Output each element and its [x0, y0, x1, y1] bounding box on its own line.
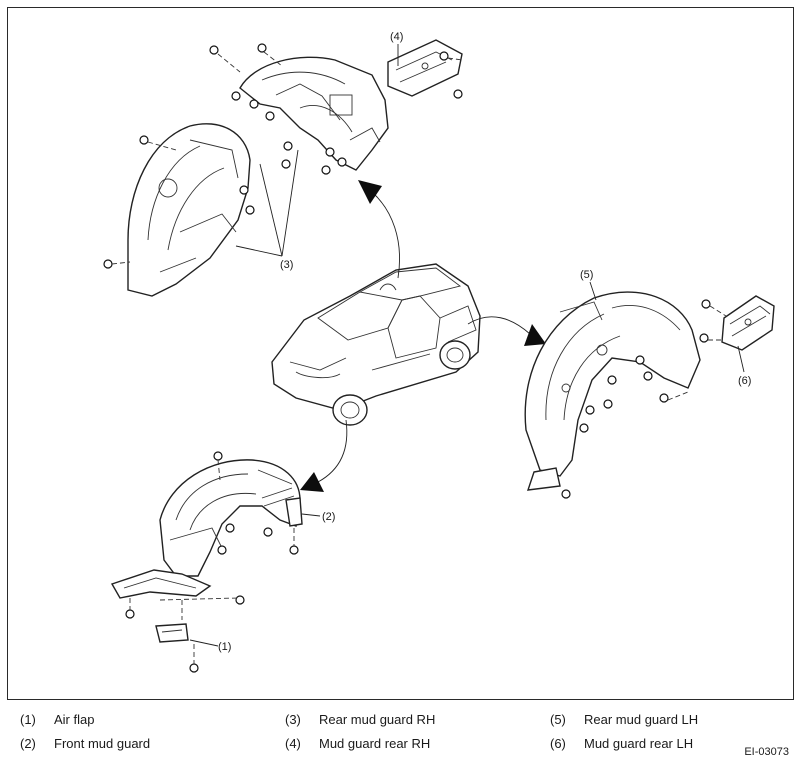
legend-number: (2)	[20, 736, 36, 751]
arrow-to-rear-lh	[467, 316, 546, 346]
callout-5: (5)	[580, 269, 593, 281]
legend-label: Air flap	[54, 712, 95, 727]
rear-mud-guard-rh-upper	[239, 56, 389, 171]
parts-legend: (1) Air flap (2) Front mud guard (3) Rear m…	[20, 712, 800, 760]
air-flap	[110, 569, 212, 643]
rear-mud-guard-rh-lower	[127, 123, 251, 297]
vehicle	[271, 263, 481, 426]
callout-5-leaders	[589, 281, 597, 301]
callout-6: (6)	[738, 375, 751, 387]
legend-label: Mud guard rear RH	[319, 736, 431, 751]
arrow-to-front	[300, 419, 348, 492]
legend-label: Rear mud guard LH	[584, 712, 699, 727]
legend-number: (3)	[285, 712, 301, 727]
figure-code: EI-03073	[744, 746, 789, 758]
callout-1: (1)	[218, 641, 231, 653]
legend-label: Mud guard rear LH	[584, 736, 694, 751]
bolts-right	[561, 299, 727, 499]
legend-item-5: (5) Rear mud guard LH	[550, 712, 698, 727]
legend-number: (6)	[550, 736, 566, 751]
legend-number: (4)	[285, 736, 301, 751]
callout-3-leaders	[235, 149, 299, 257]
legend-item-1: (1) Air flap	[20, 712, 94, 727]
arrow-to-rear-rh	[358, 180, 400, 279]
front-mud-guard	[159, 459, 303, 577]
legend-item-6: (6) Mud guard rear LH	[550, 736, 693, 751]
callout-6-leaders	[737, 345, 745, 373]
callout-3: (3)	[280, 259, 293, 271]
rear-mud-guard-lh	[524, 291, 701, 491]
mud-guard-rear-rh	[387, 39, 463, 97]
callout-4: (4)	[390, 31, 403, 43]
callout-1-leaders	[189, 639, 219, 647]
diagram-frame	[7, 7, 794, 700]
legend-item-2: (2) Front mud guard	[20, 736, 150, 751]
legend-item-3: (3) Rear mud guard RH	[285, 712, 435, 727]
exploded-diagram: (4) (3) (5) (6) (2) (1)	[103, 31, 775, 673]
legend-item-4: (4) Mud guard rear RH	[285, 736, 430, 751]
callout-2: (2)	[322, 511, 335, 523]
legend-number: (5)	[550, 712, 566, 727]
bolts-top	[103, 43, 463, 269]
legend-label: Front mud guard	[54, 736, 151, 751]
legend-label: Rear mud guard RH	[319, 712, 436, 727]
mud-guard-rear-lh	[721, 295, 775, 351]
bolts-bottom	[125, 451, 299, 673]
legend-number: (1)	[20, 712, 36, 727]
callout-2-leaders	[301, 513, 321, 517]
